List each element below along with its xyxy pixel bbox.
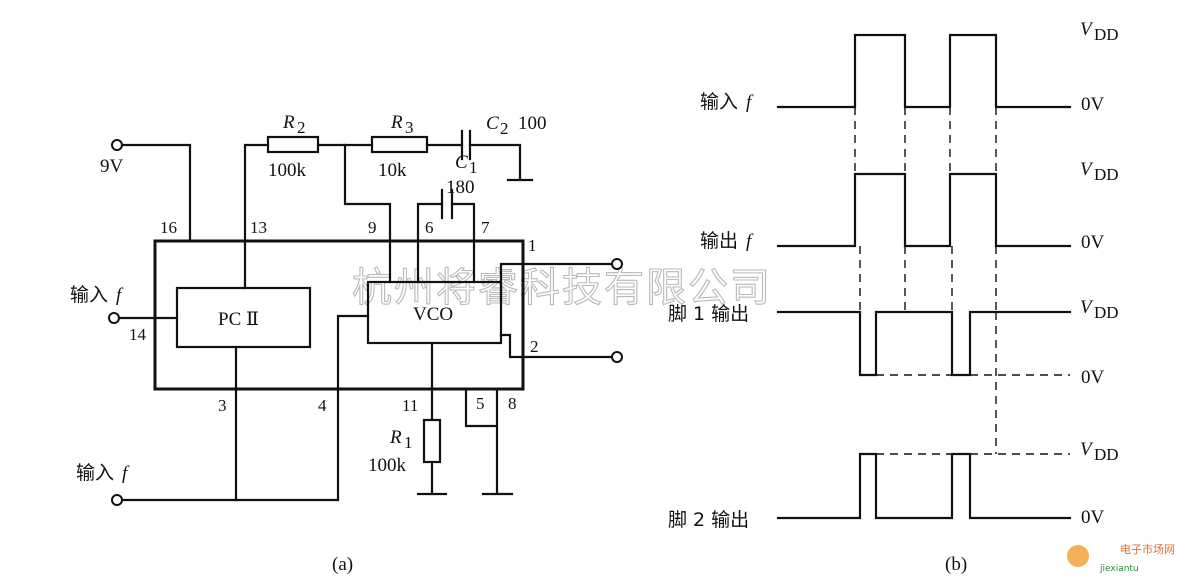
align-dashes-2: [859, 246, 997, 312]
row4-high-sub: DD: [1094, 445, 1119, 464]
r2-sub: 2: [297, 118, 306, 137]
pin-1-label: 1: [528, 236, 537, 255]
c2-value: 100: [518, 113, 547, 134]
input-bottom-label: 输入: [76, 462, 114, 484]
c1-name: C: [455, 152, 468, 173]
c1-sub: 1: [469, 158, 478, 177]
pin1-wire: [499, 262, 614, 302]
input-bottom-terminal: [111, 494, 123, 506]
caption-a: (a): [332, 554, 353, 575]
pin2-terminal: [611, 351, 623, 363]
row2-high: V: [1080, 159, 1094, 180]
r3-sub: 3: [405, 118, 414, 137]
pin-13-label: 13: [250, 218, 267, 237]
r1-resistor: [422, 418, 442, 464]
vco-label: VCO: [413, 304, 453, 325]
waveform-input: [776, 33, 1072, 109]
r3-name: R: [390, 112, 403, 133]
watermark: 杭州将睿科技有限公司: [352, 265, 772, 311]
row2-low: 0V: [1081, 232, 1105, 253]
circuit-schematic: PC Ⅱ VCO 9V R 2 100k R 3 10k C 2 100 C 1…: [70, 112, 623, 575]
site-logo: 电子市场网 jiexiantu: [1067, 542, 1175, 574]
pin-14-label: 14: [129, 325, 147, 344]
r1-ground: [416, 460, 448, 496]
align-dashes-1: [854, 107, 997, 174]
vco-block: [366, 280, 503, 345]
pin-16-label: 16: [160, 218, 177, 237]
row1-low: 0V: [1081, 94, 1105, 115]
c1-value: 180: [446, 177, 475, 198]
row3-high-sub: DD: [1094, 303, 1119, 322]
supply-wire: [120, 143, 192, 243]
supply-terminal: [111, 139, 123, 151]
r1-name: R: [389, 427, 402, 448]
r3-resistor: [370, 135, 429, 154]
r3-value: 10k: [378, 160, 407, 181]
row1-symbol: f: [746, 92, 754, 113]
timing-diagram: 输入 f V DD 0V 输出 f V DD 0V 脚 1 输出 V DD 0V…: [668, 19, 1119, 575]
pin13-wire: [243, 143, 270, 290]
r1-value: 100k: [368, 455, 407, 476]
row2-label: 输出: [700, 230, 738, 252]
row3-high: V: [1080, 297, 1094, 318]
pin-3-label: 3: [218, 396, 227, 415]
row1-high-sub: DD: [1094, 25, 1119, 44]
waveform-pin2: [776, 452, 1072, 520]
logo-icon: [1067, 545, 1089, 567]
pin-7-label: 7: [481, 218, 490, 237]
supply-label: 9V: [100, 156, 124, 177]
pc-label: PC Ⅱ: [218, 309, 259, 330]
r2-value: 100k: [268, 160, 307, 181]
pin4-wire: [336, 314, 370, 502]
row4-high: V: [1080, 439, 1094, 460]
input-left-label: 输入: [70, 284, 108, 306]
waveform-output: [776, 172, 1072, 248]
input-left-terminal: [108, 312, 120, 324]
row2-symbol: f: [746, 231, 754, 252]
waveform-pin1: [776, 310, 1072, 377]
c2-ground: [468, 143, 534, 182]
pin5-pin8-ground: [464, 387, 514, 496]
row2-high-sub: DD: [1094, 165, 1119, 184]
row3-low: 0V: [1081, 367, 1105, 388]
row1-high: V: [1080, 19, 1094, 40]
row4-label: 脚 2 输出: [668, 509, 749, 531]
r1-sub: 1: [404, 433, 413, 452]
c2-sub: 2: [500, 119, 509, 138]
c2-name: C: [486, 113, 499, 134]
caption-b: (b): [945, 554, 967, 575]
input-bottom-symbol: f: [122, 463, 130, 484]
row1-label: 输入: [700, 91, 738, 113]
pin9-wire: [343, 143, 392, 284]
c1-wires: [416, 202, 476, 284]
c1-capacitor: [440, 188, 454, 220]
r2-resistor: [266, 135, 320, 154]
pin-8-label: 8: [508, 394, 517, 413]
logo-line1: 电子市场网: [1120, 542, 1175, 556]
pin-11-label: 11: [402, 396, 418, 415]
row4-low: 0V: [1081, 507, 1105, 528]
pin-6-label: 6: [425, 218, 434, 237]
logo-line2: jiexiantu: [1099, 564, 1139, 574]
row3-label: 脚 1 输出: [668, 303, 749, 325]
r2-name: R: [282, 112, 295, 133]
pin-2-label: 2: [530, 337, 539, 356]
pin-4-label: 4: [318, 396, 327, 415]
pin2-wire: [499, 333, 614, 359]
input-left-symbol: f: [116, 285, 124, 306]
pin-5-label: 5: [476, 394, 485, 413]
pin-9-label: 9: [368, 218, 377, 237]
pin1-terminal: [611, 258, 623, 270]
